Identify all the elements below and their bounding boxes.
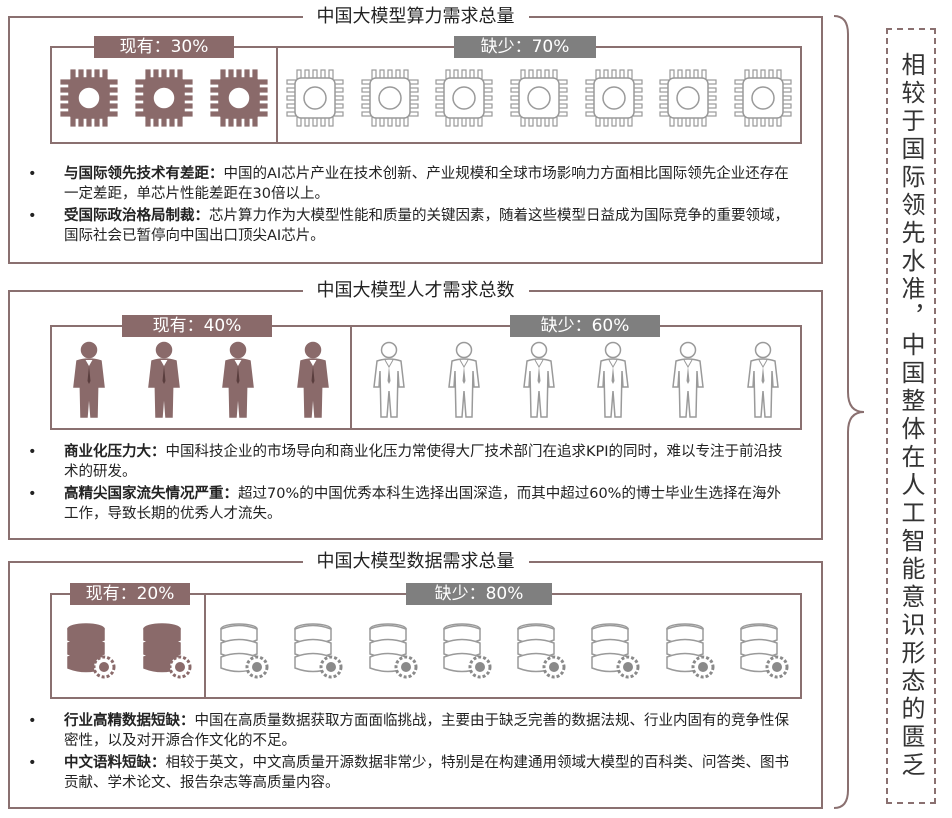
chip-icon (733, 68, 793, 132)
have-icons (52, 341, 350, 425)
bullet-text: 相较于英文，中文高质量开源数据非常少，特别是在构建通用领域大模型的百科类、问答类… (64, 755, 789, 791)
icon-box: 现有：40% 缺少：60% (50, 315, 802, 430)
bullet-list: 商业化压力大：中国科技企业的市场导向和商业化压力常使得大厂技术部门在追求KPI的… (28, 442, 791, 526)
have-icons (52, 611, 204, 695)
section-title: 中国大模型算力需求总量 (302, 6, 529, 27)
person-icon (221, 341, 255, 425)
have-icons (52, 62, 276, 138)
conclusion-text: 相较于国际领先水准，中国整体在人工智能意识形态的匮乏 (897, 52, 925, 780)
have-badge: 现有：30% (94, 36, 234, 58)
bullet-text: 芯片算力作为大模型性能和质量的关键因素，随着这些模型日益成为国际竞争的重要领域，… (64, 208, 789, 244)
lack-icons (206, 611, 800, 695)
chip-icon (134, 68, 194, 132)
have-badge: 现有：40% (122, 315, 272, 337)
database-icon (140, 623, 192, 683)
divider-line (350, 327, 352, 428)
chip-icon (59, 68, 119, 132)
database-icon (217, 623, 269, 683)
section-talent: 中国大模型人才需求总数 现有：40% 缺少：60% (8, 280, 823, 540)
database-icon (440, 623, 492, 683)
database-icon (366, 623, 418, 683)
bullet-heading: 高精尖国家流失情况严重： (64, 486, 238, 502)
chip-icon (658, 68, 718, 132)
person-icon (296, 341, 330, 425)
chip-icon (285, 68, 345, 132)
chip-icon (509, 68, 569, 132)
person-icon (447, 341, 481, 425)
lack-badge: 缺少：80% (406, 583, 552, 605)
lack-badge: 缺少：60% (510, 315, 660, 337)
bullet-item: 商业化压力大：中国科技企业的市场导向和商业化压力常使得大厂技术部门在追求KPI的… (28, 442, 791, 482)
lack-icons (278, 62, 800, 138)
bullet-item: 高精尖国家流失情况严重：超过70%的中国优秀本科生选择出国深造，而其中超过60%… (28, 484, 791, 524)
divider-line (276, 48, 278, 142)
bullet-heading: 商业化压力大： (64, 444, 166, 460)
bullet-item: 与国际领先技术有差距：中国的AI芯片产业在技术创新、产业规模和全球市场影响力方面… (28, 164, 791, 204)
section-data: 中国大模型数据需求总量 现有：20% 缺少：80% (8, 551, 823, 809)
lack-icons (352, 341, 800, 425)
chip-icon (360, 68, 420, 132)
database-icon (64, 623, 116, 683)
bullet-text: 中国在高质量数据获取方面面临挑战，主要由于缺乏完善的数据法规、行业内固有的竞争性… (64, 713, 789, 749)
section-title: 中国大模型数据需求总量 (302, 551, 529, 572)
bullet-item: 受国际政治格局制裁：芯片算力作为大模型性能和质量的关键因素，随着这些模型日益成为… (28, 206, 791, 246)
chip-icon (209, 68, 269, 132)
person-icon (147, 341, 181, 425)
person-icon (746, 341, 780, 425)
database-icon (737, 623, 789, 683)
bullet-heading: 与国际领先技术有差距： (64, 166, 224, 182)
bullet-heading: 受国际政治格局制裁： (64, 208, 209, 224)
bullet-list: 与国际领先技术有差距：中国的AI芯片产业在技术创新、产业规模和全球市场影响力方面… (28, 164, 791, 248)
conclusion-box: 相较于国际领先水准，中国整体在人工智能意识形态的匮乏 (886, 28, 936, 804)
bullet-list: 行业高精数据短缺：中国在高质量数据获取方面面临挑战，主要由于缺乏完善的数据法规、… (28, 711, 791, 795)
database-icon (514, 623, 566, 683)
person-icon (671, 341, 705, 425)
bullet-item: 行业高精数据短缺：中国在高质量数据获取方面面临挑战，主要由于缺乏完善的数据法规、… (28, 711, 791, 751)
divider-line (204, 595, 206, 697)
database-icon (663, 623, 715, 683)
chip-icon (434, 68, 494, 132)
database-icon (588, 623, 640, 683)
person-icon (372, 341, 406, 425)
icon-box: 现有：20% 缺少：80% (50, 583, 802, 699)
bullet-heading: 行业高精数据短缺： (64, 713, 195, 729)
lack-badge: 缺少：70% (454, 36, 596, 58)
bullet-heading: 中文语料短缺： (64, 755, 166, 771)
person-icon (596, 341, 630, 425)
database-icon (291, 623, 343, 683)
bullet-text: 中国的AI芯片产业在技术创新、产业规模和全球市场影响力方面相比国际领先企业还存在… (64, 166, 789, 202)
chip-icon (584, 68, 644, 132)
bullet-text: 中国科技企业的市场导向和商业化压力常使得大厂技术部门在追求KPI的同时，难以专注… (64, 444, 783, 480)
section-compute: 中国大模型算力需求总量 现有：30% 缺少：70% 与国际领先技术有差距：中国的… (8, 6, 823, 264)
person-icon (522, 341, 556, 425)
have-badge: 现有：20% (70, 583, 190, 605)
curly-brace (833, 15, 865, 809)
icon-box: 现有：30% 缺少：70% (50, 36, 802, 144)
section-title: 中国大模型人才需求总数 (302, 280, 529, 301)
bullet-item: 中文语料短缺：相较于英文，中文高质量开源数据非常少，特别是在构建通用领域大模型的… (28, 753, 791, 793)
person-icon (72, 341, 106, 425)
bullet-text: 超过70%的中国优秀本科生选择出国深造，而其中超过60%的博士毕业生选择在海外工… (64, 486, 781, 522)
